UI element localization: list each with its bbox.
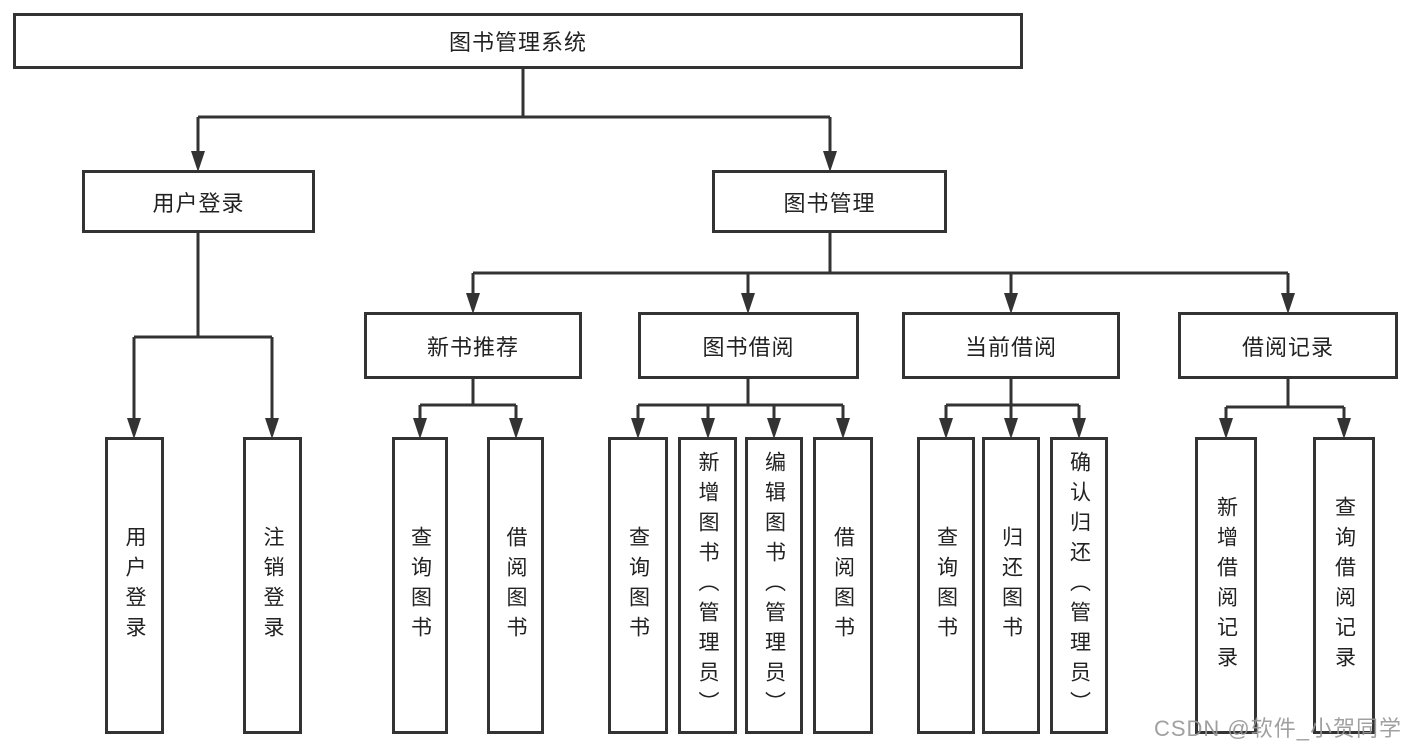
node-user-login: 用户登录 bbox=[82, 170, 315, 233]
node-book-borrowing: 图书借阅 bbox=[638, 312, 859, 379]
leaf-user-login: 用户登录 bbox=[105, 437, 164, 734]
node-root: 图书管理系统 bbox=[13, 13, 1023, 69]
leaf-logout: 注销登录 bbox=[243, 437, 302, 734]
leaf-add-borrow-record: 新增借阅记录 bbox=[1195, 437, 1257, 734]
leaf-confirm-return-admin-label: 确认归还（管理员） bbox=[1067, 450, 1091, 721]
leaf-query-borrow-record-label: 查询借阅记录 bbox=[1332, 495, 1356, 676]
csdn-watermark: CSDN @软件_小贺同学 bbox=[1153, 716, 1402, 741]
leaf-user-login-label: 用户登录 bbox=[123, 525, 146, 646]
leaf-query-book-recommend-label: 查询图书 bbox=[408, 525, 432, 646]
leaf-borrow-book-label: 借阅图书 bbox=[831, 525, 855, 646]
leaf-query-book-borrowing: 查询图书 bbox=[608, 437, 668, 734]
node-book-management: 图书管理 bbox=[712, 170, 947, 233]
node-new-book-recommend: 新书推荐 bbox=[364, 312, 582, 379]
node-user-login-label: 用户登录 bbox=[152, 190, 245, 216]
leaf-logout-label: 注销登录 bbox=[261, 525, 284, 646]
leaf-borrow-book-recommend: 借阅图书 bbox=[487, 437, 544, 734]
leaf-return-book-label: 归还图书 bbox=[999, 525, 1023, 646]
leaf-query-borrow-record: 查询借阅记录 bbox=[1313, 437, 1375, 734]
leaf-query-book-current-label: 查询图书 bbox=[934, 525, 958, 646]
node-current-borrowing-label: 当前借阅 bbox=[964, 334, 1057, 360]
node-borrowing-records-label: 借阅记录 bbox=[1241, 334, 1334, 360]
leaf-query-book-current: 查询图书 bbox=[917, 437, 975, 734]
leaf-query-book-recommend: 查询图书 bbox=[392, 437, 448, 734]
leaf-edit-book-admin: 编辑图书（管理员） bbox=[745, 437, 803, 734]
node-borrowing-records: 借阅记录 bbox=[1178, 312, 1398, 379]
node-root-label: 图书管理系统 bbox=[448, 30, 587, 55]
node-current-borrowing: 当前借阅 bbox=[902, 312, 1120, 379]
node-book-management-label: 图书管理 bbox=[783, 190, 876, 216]
leaf-borrow-book-recommend-label: 借阅图书 bbox=[504, 525, 527, 646]
leaf-query-book-borrowing-label: 查询图书 bbox=[626, 525, 650, 646]
leaf-add-book-admin-label: 新增图书（管理员） bbox=[696, 450, 719, 721]
leaf-confirm-return-admin: 确认归还（管理员） bbox=[1050, 437, 1108, 734]
node-new-book-recommend-label: 新书推荐 bbox=[426, 334, 519, 360]
leaf-add-book-admin: 新增图书（管理员） bbox=[678, 437, 737, 734]
leaf-borrow-book: 借阅图书 bbox=[813, 437, 873, 734]
leaf-edit-book-admin-label: 编辑图书（管理员） bbox=[762, 450, 786, 721]
node-book-borrowing-label: 图书借阅 bbox=[702, 334, 795, 360]
leaf-add-borrow-record-label: 新增借阅记录 bbox=[1214, 495, 1238, 676]
leaf-return-book: 归还图书 bbox=[982, 437, 1040, 734]
